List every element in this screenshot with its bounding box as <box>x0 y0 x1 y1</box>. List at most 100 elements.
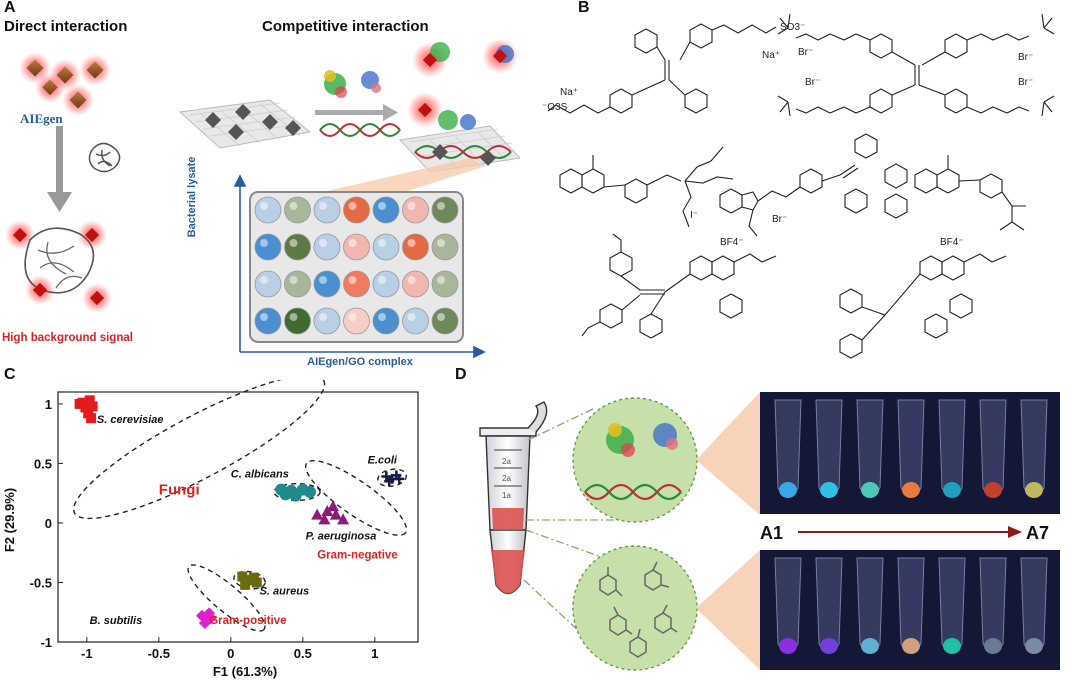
biomolecules-icon <box>319 70 401 137</box>
well <box>372 270 400 298</box>
annotation-fungi: Fungi <box>159 481 200 498</box>
tube <box>1020 557 1048 653</box>
tube-fluorescence <box>984 482 1002 498</box>
well <box>284 270 311 298</box>
structure-isoquinolinium-methoxy <box>581 233 777 339</box>
panel-b-structures: SO3⁻ Na⁺ Na⁺ ⁻O3S Br⁻ Br⁻ Br⁻ Br⁻ I⁻ <box>542 13 1055 359</box>
tube <box>979 557 1007 653</box>
well-plate-axes <box>233 174 486 359</box>
top-zoom-cone <box>696 392 760 515</box>
well-highlight <box>319 239 327 247</box>
ion-br-3: Br⁻ <box>805 77 820 88</box>
panel-d-illustration: 2a 2a 1a A1 A7 <box>479 392 1060 671</box>
x-axis-label: F1 (61.3%) <box>213 664 277 679</box>
biomolecule-contents <box>584 423 682 501</box>
well <box>402 270 429 298</box>
well <box>284 196 311 224</box>
well <box>431 196 459 224</box>
ion-so3-top: SO3⁻ <box>780 22 805 33</box>
annotation-gram-negative: Gram-negative <box>317 550 398 562</box>
well-plate <box>249 191 464 343</box>
ion-br-1: Br⁻ <box>798 47 813 58</box>
tube <box>897 557 925 653</box>
well-highlight <box>348 202 357 210</box>
tube <box>1020 399 1048 497</box>
y-axis-label: F2 (29.9%) <box>2 488 17 552</box>
ellipse-gram-positive <box>187 564 266 632</box>
well-highlight <box>437 202 445 210</box>
ion-bf4-1: BF4⁻ <box>720 237 744 248</box>
bacterial-lysate-axis-label: Bacterial lysate <box>186 156 198 238</box>
well <box>402 307 429 335</box>
panel-a-illustration <box>5 40 520 359</box>
x-tick-label: 0.5 <box>294 646 312 661</box>
point-s-cerevisiae <box>74 398 85 409</box>
down-arrow-icon <box>47 126 72 212</box>
arrow-start-label: A1 <box>760 523 783 543</box>
y-tick-label: 1 <box>45 397 52 412</box>
ion-na-top: Na⁺ <box>762 50 780 61</box>
well <box>431 233 459 261</box>
ion-br-5: Br⁻ <box>772 214 787 225</box>
well-highlight <box>260 239 268 247</box>
annotation-c-albicans: C. albicans <box>231 469 289 481</box>
well <box>313 270 341 298</box>
ellipse-fungi <box>72 380 326 520</box>
point-c-albicans <box>304 486 316 498</box>
protein-icon <box>88 142 121 173</box>
well <box>343 196 370 224</box>
annotation-b-subtilis: B. subtilis <box>90 615 143 627</box>
zoom-cone <box>310 158 486 195</box>
well-highlight <box>378 313 386 321</box>
tube <box>774 557 802 653</box>
tube-mark-3: 1a <box>502 491 511 500</box>
aiegen-label: AIEgen <box>20 111 63 126</box>
well-highlight <box>437 313 445 321</box>
well-highlight <box>319 313 327 321</box>
well-highlight <box>289 239 298 247</box>
well <box>402 196 429 224</box>
well-highlight <box>260 276 268 284</box>
well <box>372 233 400 261</box>
well <box>254 233 282 261</box>
tube <box>938 557 966 653</box>
tube <box>856 557 884 653</box>
tube <box>938 399 966 497</box>
bottom-tube-row <box>774 557 1048 654</box>
x-tick-label: -1 <box>81 646 93 661</box>
tube-fluorescence <box>984 638 1002 654</box>
well-highlight <box>289 313 298 321</box>
top-tube-row <box>774 399 1048 498</box>
point-p-aeruginosa <box>337 513 350 525</box>
well-grid <box>254 196 459 335</box>
well <box>372 307 400 335</box>
ellipse-e-coli <box>377 468 408 487</box>
aiegen-go-complex-axis-label: AIEgen/GO complex <box>307 356 413 368</box>
well <box>343 233 370 261</box>
panel-label-b: B <box>578 0 590 16</box>
structure-benzothiazolium-tpe <box>719 133 908 237</box>
right-arrow-icon <box>315 104 398 121</box>
well-highlight <box>378 239 386 247</box>
structure-tpe-disulfonate <box>547 23 777 114</box>
well <box>431 270 459 298</box>
protein-bound-aiegen <box>5 220 112 313</box>
point-s-cerevisiae <box>83 408 94 419</box>
data-points <box>74 395 405 629</box>
biomolecule-circle <box>572 397 698 523</box>
point-c-albicans <box>279 488 292 501</box>
point-s-cerevisiae <box>80 402 91 413</box>
structure-tpe-ammonium <box>777 13 1055 117</box>
ion-bf4-2: BF4⁻ <box>940 237 964 248</box>
tube-fluorescence <box>1025 482 1043 498</box>
well-highlight <box>407 276 416 284</box>
annotation-s-cerevisiae: S. cerevisiae <box>97 414 164 426</box>
tube-fluorescence <box>943 638 961 654</box>
point-s-cerevisiae <box>84 395 95 406</box>
competitive-interaction-title: Competitive interaction <box>262 18 429 35</box>
panel-label-a: A <box>4 0 16 16</box>
well <box>402 233 429 261</box>
well-highlight <box>437 276 445 284</box>
well <box>254 270 282 298</box>
go-sheet-right <box>398 40 520 173</box>
